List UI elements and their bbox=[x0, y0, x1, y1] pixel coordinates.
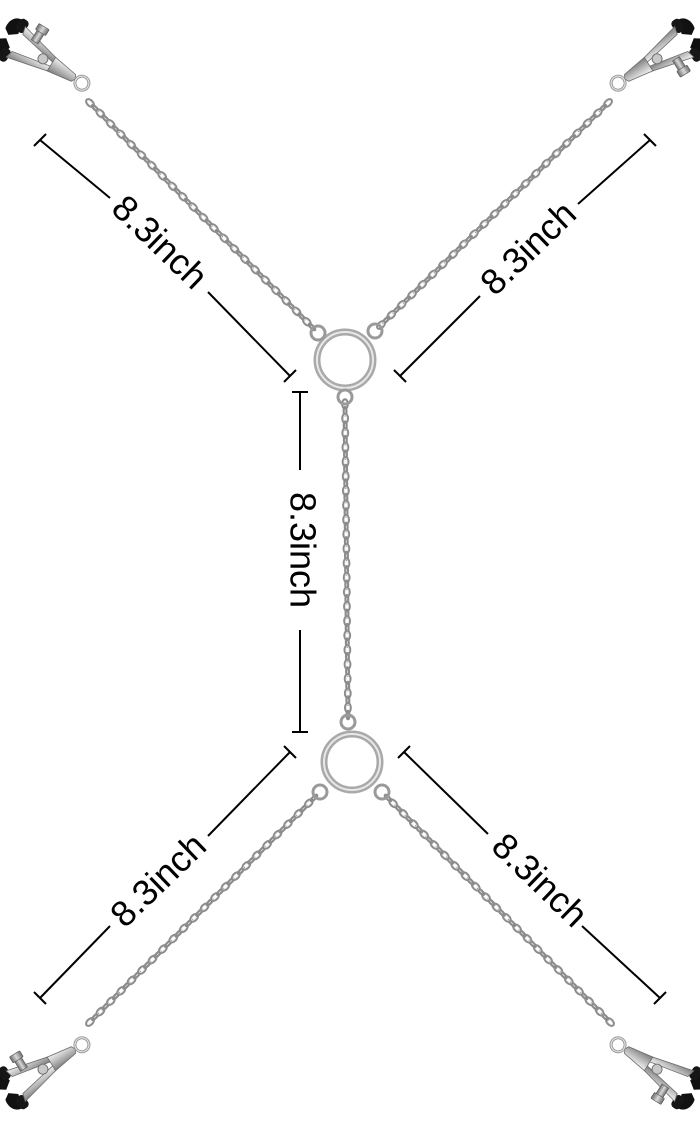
label-middle: 8.3inch bbox=[282, 492, 323, 608]
label-upper-left: 8.3inch bbox=[104, 187, 216, 297]
label-lower-right: 8.3inch bbox=[484, 825, 596, 935]
dimension-middle: 8.3inch bbox=[282, 391, 323, 733]
lower-o-ring bbox=[311, 713, 391, 801]
dimension-upper-left: 8.3inch bbox=[33, 133, 297, 383]
dimension-lower-left: 8.3inch bbox=[33, 745, 297, 1005]
chain-upper-right bbox=[376, 98, 613, 330]
clamp-bottom-right bbox=[595, 1019, 700, 1121]
chains bbox=[85, 98, 615, 1027]
label-upper-right: 8.3inch bbox=[472, 193, 584, 303]
clamp-top-left bbox=[0, 7, 105, 109]
chain-lower-right bbox=[383, 793, 615, 1027]
dimension-lower-right: 8.3inch bbox=[397, 745, 667, 1005]
upper-o-ring bbox=[309, 322, 384, 406]
dimension-upper-right: 8.3inch bbox=[393, 133, 657, 383]
clamp-bottom-left bbox=[0, 1015, 103, 1117]
chain-lower-left bbox=[85, 793, 319, 1027]
chain-middle bbox=[341, 398, 352, 721]
clamp-top-right bbox=[597, 11, 700, 113]
chain-upper-left bbox=[85, 98, 317, 332]
